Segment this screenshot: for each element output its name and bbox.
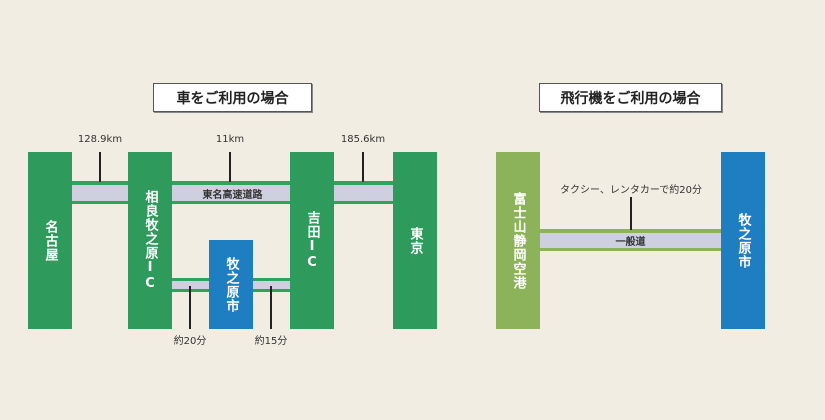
node-makinohara: 牧之原市: [209, 240, 253, 329]
tomei-expressway: 東名高速道路: [72, 181, 393, 204]
time-label: 約20分: [173, 336, 207, 347]
node-tokyo: 東京: [393, 152, 437, 329]
transport-note: タクシー、レンタカーで約20分: [559, 185, 703, 196]
node-yoshida-ic: 吉田IC: [290, 152, 334, 329]
plane-title: 飛行機をご利用の場合: [539, 83, 722, 112]
node-sagara-ic: 相良牧之原IC: [128, 152, 172, 329]
car-title: 車をご利用の場合: [153, 83, 312, 112]
leader-line: [229, 152, 231, 182]
node-nagoya: 名古屋: [28, 152, 72, 329]
leader-line: [362, 152, 364, 182]
leader-line: [99, 152, 101, 182]
node-fuji-shizuoka-airport: 富士山静岡空港: [496, 152, 540, 329]
distance-label: 185.6km: [340, 134, 386, 145]
time-label: 約15分: [254, 336, 288, 347]
leader-line: [270, 286, 272, 329]
general-road: 一般道: [540, 229, 721, 251]
road-label: 東名高速道路: [202, 189, 263, 201]
distance-label: 128.9km: [77, 134, 123, 145]
node-makinohara: 牧之原市: [721, 152, 765, 329]
distance-label: 11km: [215, 134, 245, 145]
road-label: 一般道: [615, 237, 646, 248]
leader-line: [189, 286, 191, 329]
leader-line: [630, 197, 632, 230]
